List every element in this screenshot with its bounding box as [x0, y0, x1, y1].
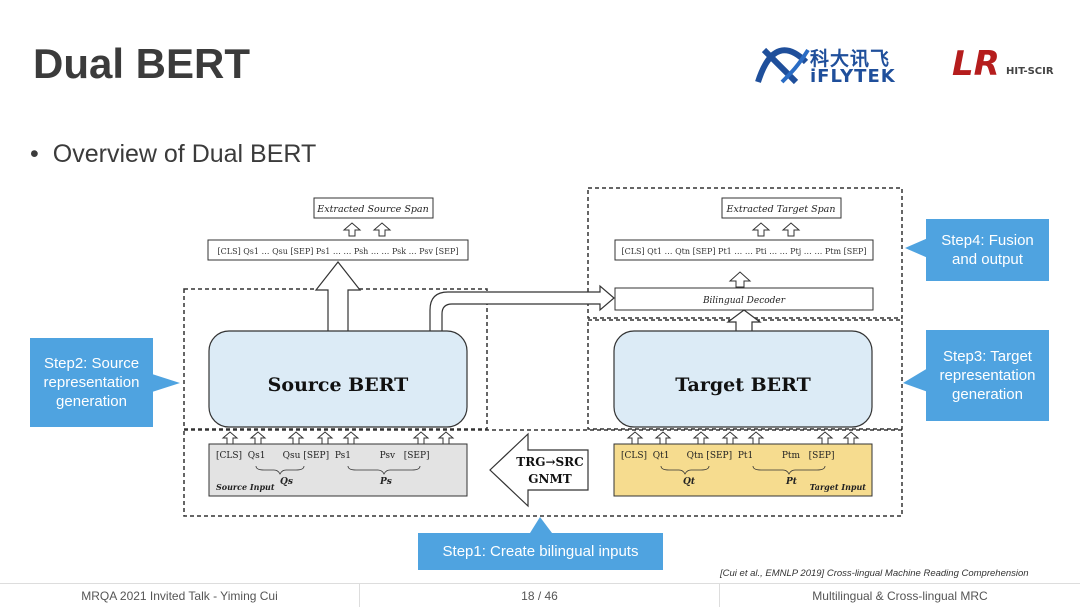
- decoder-up-arrow: [728, 271, 752, 288]
- fusion-dashed-frame: [587, 187, 903, 319]
- target-bert-label: Target BERT: [675, 374, 811, 396]
- target-span-label: Extracted Target Span: [726, 204, 836, 215]
- target-p-label: Pt: [785, 477, 798, 487]
- iflytek-mark-icon: [755, 47, 810, 85]
- source-bert-label: Source BERT: [268, 374, 409, 396]
- citation: [Cui et al., EMNLP 2019] Cross-lingual M…: [720, 568, 1029, 579]
- target-span-box: [721, 197, 842, 219]
- source-input-label: Source Input: [216, 482, 275, 492]
- source-span-label: Extracted Source Span: [316, 204, 428, 215]
- target-token-arrows: [626, 431, 860, 445]
- source-bert-dashed-frame: [183, 288, 488, 430]
- footer-right: Multilingual & Cross-lingual MRC: [720, 583, 1080, 607]
- target-input-box: [613, 443, 873, 497]
- source-span-arrows: [342, 222, 392, 237]
- iflytek-logo: 科大讯飞 iFLYTEK: [752, 42, 902, 88]
- slide-title: Dual BERT: [33, 40, 251, 87]
- hit-scir-text: HIT-SCIR: [1006, 66, 1054, 77]
- step3-callout: Step3: Target representation generation: [926, 330, 1049, 421]
- target-bert-box: [613, 330, 873, 428]
- target-output-seq: [CLS] Qt1 … Qtn [SEP] Pt1 … … Pti … … Pt…: [621, 247, 866, 256]
- hit-mark: LR: [952, 44, 1000, 84]
- bullet-item: •Overview of Dual BERT: [30, 140, 317, 168]
- target-p-brace: [752, 465, 826, 475]
- step3-pointer: [903, 368, 928, 392]
- source-token-arrows: [221, 431, 455, 445]
- citation-ref: [Cui et al., EMNLP 2019]: [720, 568, 825, 579]
- source-q-label: Qs: [280, 477, 293, 487]
- target-bert-up-arrow: [726, 309, 762, 333]
- source-p-label: Ps: [379, 477, 392, 487]
- source-to-decoder-arrow: [429, 284, 615, 333]
- bilingual-decoder-label: Bilingual Decoder: [702, 296, 786, 306]
- target-span-arrows: [751, 222, 801, 237]
- footer-page-number: 18 / 46: [360, 583, 720, 607]
- gnmt-arrow: [489, 432, 589, 508]
- source-span-box: [313, 197, 434, 219]
- target-input-label: Target Input: [810, 482, 867, 492]
- source-bert-up-arrow: [314, 261, 362, 333]
- target-q-brace: [660, 465, 710, 475]
- target-output-seq-box: [614, 239, 874, 261]
- source-bert-box: [208, 330, 468, 428]
- hit-scir-logo: LR HIT-SCIR: [952, 44, 1067, 84]
- step1-callout: Step1: Create bilingual inputs: [418, 533, 663, 570]
- source-output-seq-box: [207, 239, 469, 261]
- source-input-box: [208, 443, 468, 497]
- iflytek-en-text: iFLYTEK: [810, 66, 896, 87]
- target-input-seq: [CLS] Qt1 Qtn [SEP] Pt1 Ptm [SEP]: [621, 451, 834, 461]
- source-q-brace: [255, 465, 305, 475]
- target-q-label: Qt: [683, 477, 696, 487]
- gnmt-line2: GNMT: [528, 472, 572, 486]
- source-output-seq: [CLS] Qs1 … Qsu [SEP] Ps1 … … Psh … … Ps…: [218, 247, 459, 256]
- source-input-seq: [CLS] Qs1 Qsu [SEP] Ps1 Psv [SEP]: [216, 451, 430, 461]
- footer-left: MRQA 2021 Invited Talk - Yiming Cui: [0, 583, 360, 607]
- step4-pointer: [905, 238, 928, 258]
- step2-callout: Step2: Source representation generation: [30, 338, 153, 427]
- step2-pointer: [152, 374, 180, 392]
- step4-callout: Step4: Fusion and output: [926, 219, 1049, 281]
- gnmt-line1: TRG→SRC: [516, 455, 583, 469]
- citation-title: Cross-lingual Machine Reading Comprehens…: [824, 568, 1029, 579]
- step1-pointer: [530, 517, 552, 533]
- input-dashed-frame: [183, 429, 903, 517]
- source-p-brace: [347, 465, 421, 475]
- iflytek-cn-text: 科大讯飞: [810, 48, 891, 70]
